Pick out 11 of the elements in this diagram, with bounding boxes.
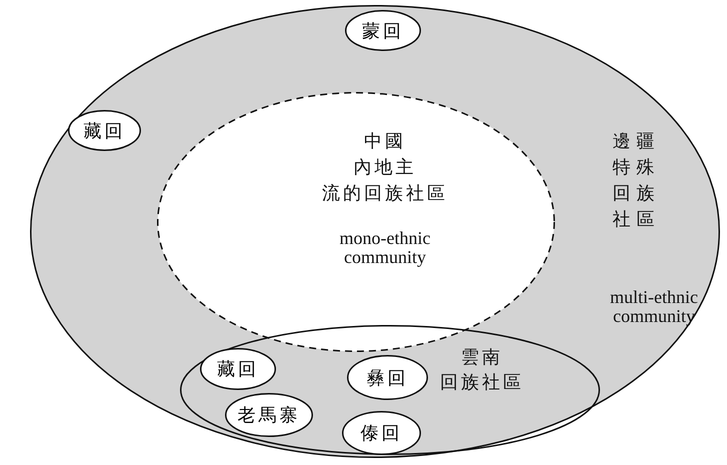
region-title: 雲南回族社區 — [439, 346, 525, 394]
group-label: 藏回 — [217, 358, 259, 381]
region-subtitle: mono-ethnic community — [338, 229, 432, 267]
group-label: 老馬寨 — [238, 404, 300, 427]
region-title: 邊疆特殊回族社區 — [612, 130, 662, 232]
group-label: 彝回 — [366, 366, 408, 390]
region-title: 中國內地主流的回族社區 — [321, 130, 449, 206]
group-label: 傣回 — [360, 422, 402, 445]
group-label: 蒙回 — [362, 20, 404, 42]
region-subtitle: multi-ethnic community — [609, 288, 699, 326]
group-label: 藏回 — [84, 120, 126, 142]
